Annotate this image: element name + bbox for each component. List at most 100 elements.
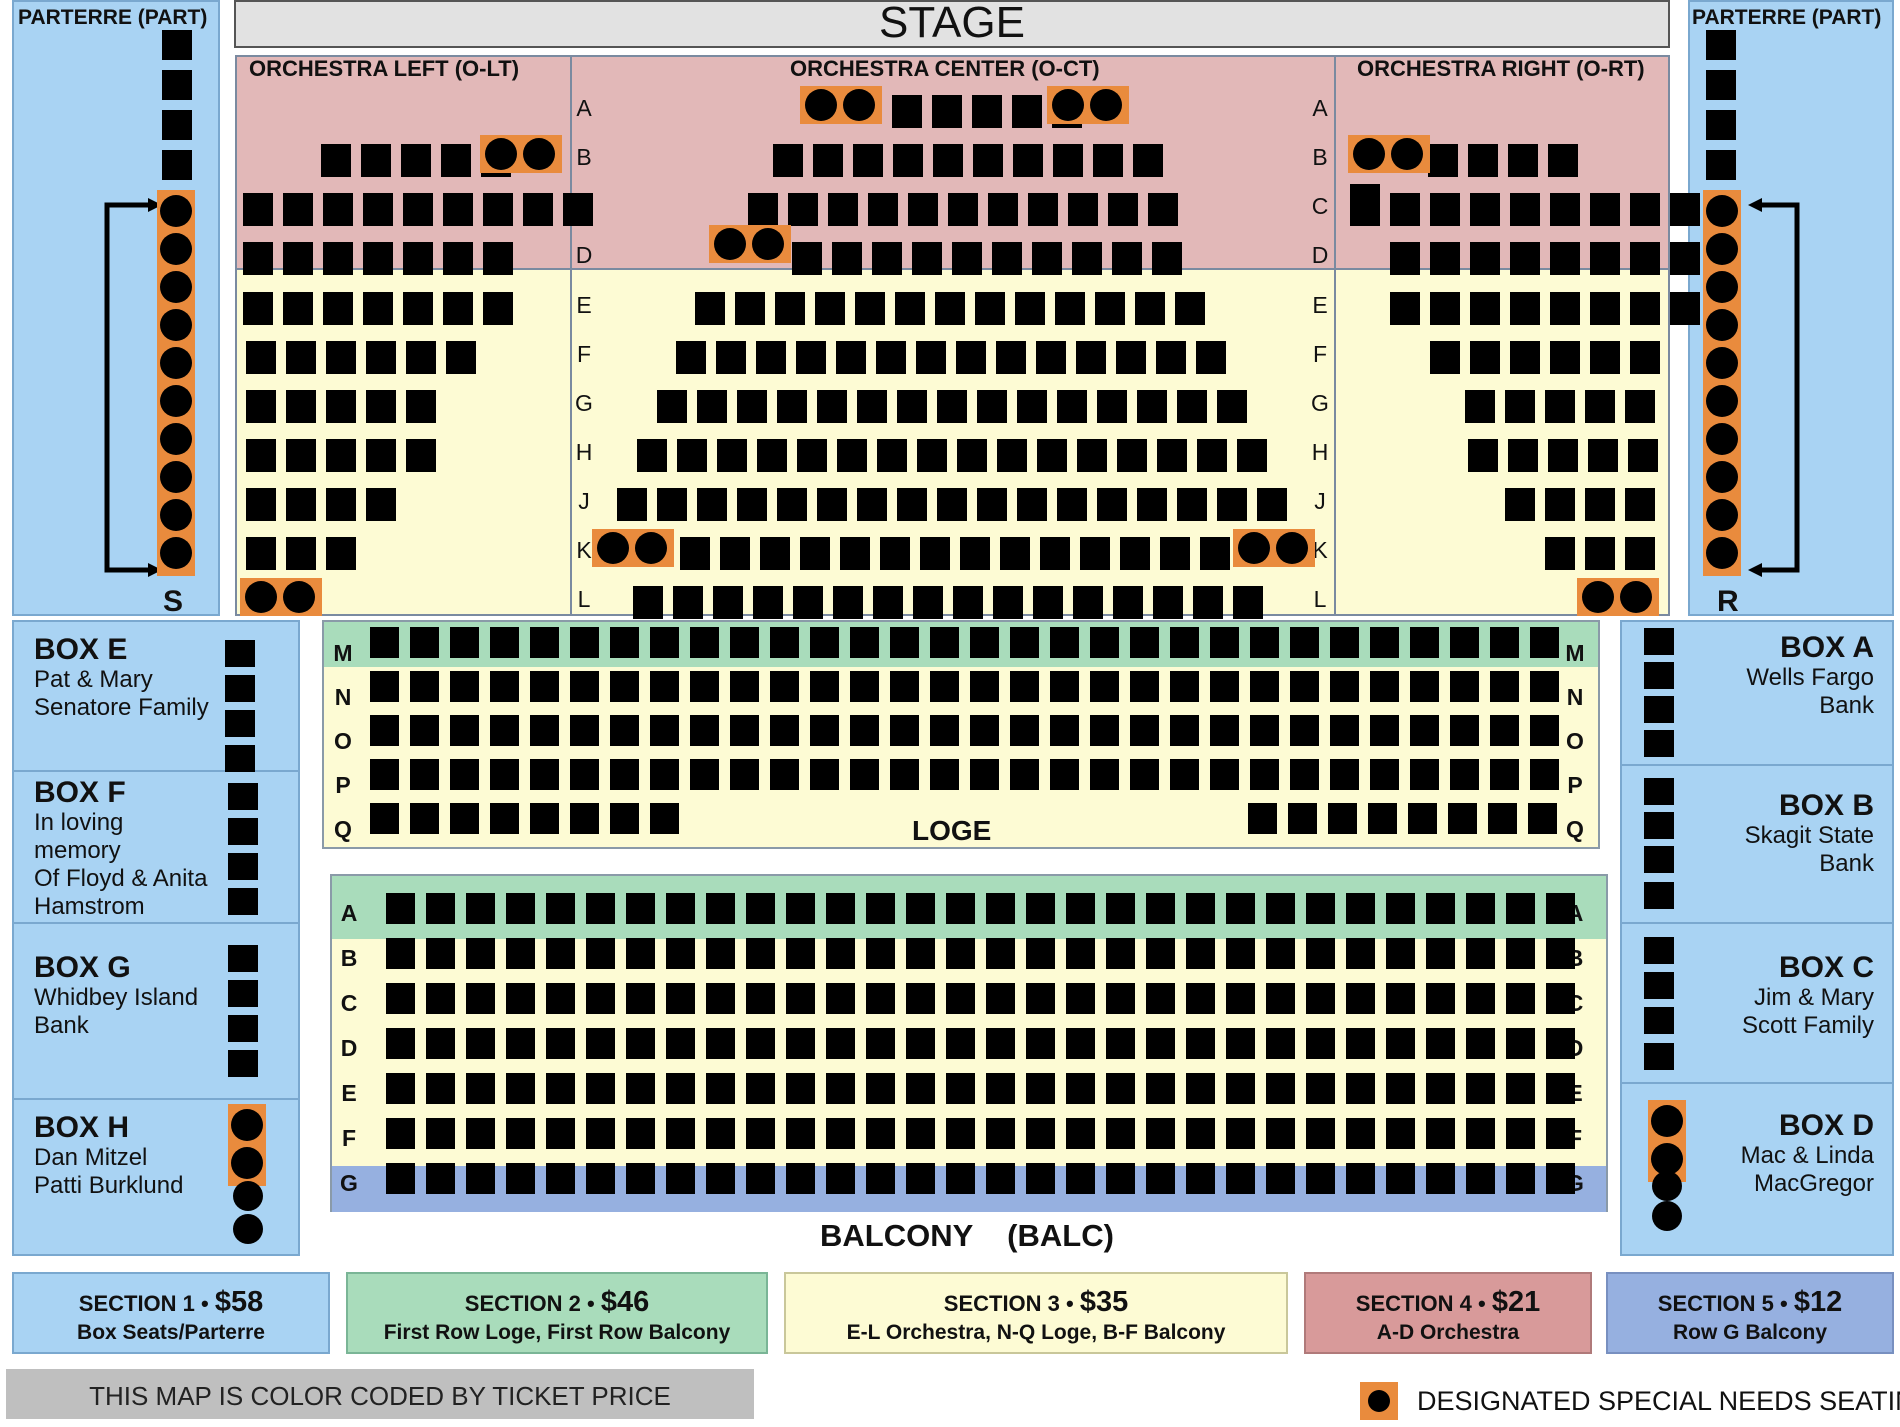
seat[interactable] (986, 1163, 1015, 1194)
seat[interactable] (401, 144, 431, 177)
seat[interactable] (1186, 1028, 1215, 1059)
seat[interactable] (1466, 1163, 1495, 1194)
seat[interactable] (1066, 1073, 1095, 1104)
seat[interactable] (1130, 627, 1159, 658)
seat[interactable] (953, 586, 983, 619)
seat[interactable] (443, 292, 473, 325)
seat[interactable] (363, 242, 393, 275)
seat[interactable] (466, 1028, 495, 1059)
box-seat[interactable] (233, 1181, 263, 1211)
seat[interactable] (1200, 537, 1230, 570)
seat[interactable] (1426, 1028, 1455, 1059)
seat[interactable] (1066, 1118, 1095, 1149)
seat[interactable] (506, 1163, 535, 1194)
seat[interactable] (243, 292, 273, 325)
seat[interactable] (1306, 983, 1335, 1014)
seat[interactable] (370, 671, 399, 702)
seat[interactable] (1146, 1163, 1175, 1194)
box-seat[interactable] (228, 853, 258, 880)
seat[interactable] (410, 671, 439, 702)
seat[interactable] (1250, 715, 1279, 746)
seat[interactable] (1226, 983, 1255, 1014)
seat[interactable] (1193, 586, 1223, 619)
seat[interactable] (1010, 759, 1039, 790)
seat[interactable] (1053, 144, 1083, 177)
seat[interactable] (666, 938, 695, 969)
seat[interactable] (450, 715, 479, 746)
seat[interactable] (626, 1163, 655, 1194)
accessible-seat[interactable] (1706, 499, 1738, 531)
seat[interactable] (866, 938, 895, 969)
box-seat[interactable] (1644, 1043, 1674, 1070)
seat[interactable] (1470, 242, 1500, 275)
seat[interactable] (650, 627, 679, 658)
seat[interactable] (666, 1028, 695, 1059)
seat[interactable] (737, 390, 767, 423)
seat[interactable] (1186, 1118, 1215, 1149)
seat[interactable] (993, 586, 1023, 619)
seat[interactable] (546, 893, 575, 924)
seat[interactable] (1370, 627, 1399, 658)
seat[interactable] (786, 1073, 815, 1104)
seat[interactable] (386, 893, 415, 924)
seat[interactable] (1290, 627, 1319, 658)
seat[interactable] (946, 1028, 975, 1059)
seat[interactable] (1546, 1118, 1575, 1149)
accessible-seat[interactable] (1706, 461, 1738, 493)
seat[interactable] (1090, 759, 1119, 790)
seat[interactable] (892, 95, 922, 128)
seat[interactable] (1055, 292, 1085, 325)
seat[interactable] (917, 439, 947, 472)
seat[interactable] (386, 1163, 415, 1194)
seat[interactable] (1170, 715, 1199, 746)
seat[interactable] (366, 439, 396, 472)
seat[interactable] (1370, 671, 1399, 702)
seat[interactable] (506, 893, 535, 924)
seat[interactable] (490, 759, 519, 790)
seat[interactable] (1130, 715, 1159, 746)
seat[interactable] (730, 671, 759, 702)
seat[interactable] (1506, 1073, 1535, 1104)
seat[interactable] (930, 715, 959, 746)
accessible-seat[interactable] (1582, 581, 1614, 613)
seat[interactable] (1390, 292, 1420, 325)
seat[interactable] (1426, 983, 1455, 1014)
seat[interactable] (828, 193, 858, 226)
seat[interactable] (1588, 439, 1618, 472)
seat[interactable] (1177, 390, 1207, 423)
seat[interactable] (760, 537, 790, 570)
seat[interactable] (730, 759, 759, 790)
seat[interactable] (1017, 390, 1047, 423)
box-seat[interactable] (228, 783, 258, 810)
parterre-seat[interactable] (1706, 30, 1736, 60)
seat[interactable] (737, 488, 767, 521)
seat[interactable] (1146, 1028, 1175, 1059)
accessible-seat[interactable] (752, 228, 784, 260)
seat[interactable] (1530, 627, 1559, 658)
seat[interactable] (1146, 983, 1175, 1014)
seat[interactable] (1450, 759, 1479, 790)
accessible-seat[interactable] (160, 271, 192, 303)
seat[interactable] (1130, 671, 1159, 702)
seat[interactable] (1426, 1118, 1455, 1149)
seat[interactable] (996, 341, 1026, 374)
accessible-seat[interactable] (635, 532, 667, 564)
seat[interactable] (946, 983, 975, 1014)
seat[interactable] (1290, 671, 1319, 702)
seat[interactable] (1585, 488, 1615, 521)
box-seat[interactable] (225, 640, 255, 667)
seat[interactable] (1506, 1028, 1535, 1059)
seat[interactable] (746, 1118, 775, 1149)
seat[interactable] (1670, 292, 1700, 325)
seat[interactable] (563, 193, 593, 226)
seat[interactable] (1468, 439, 1498, 472)
seat[interactable] (706, 1073, 735, 1104)
seat[interactable] (1156, 341, 1186, 374)
seat[interactable] (1428, 144, 1458, 177)
seat[interactable] (946, 893, 975, 924)
seat[interactable] (450, 627, 479, 658)
seat[interactable] (1470, 193, 1500, 226)
seat[interactable] (1506, 893, 1535, 924)
seat[interactable] (1306, 1118, 1335, 1149)
seat[interactable] (1186, 1163, 1215, 1194)
